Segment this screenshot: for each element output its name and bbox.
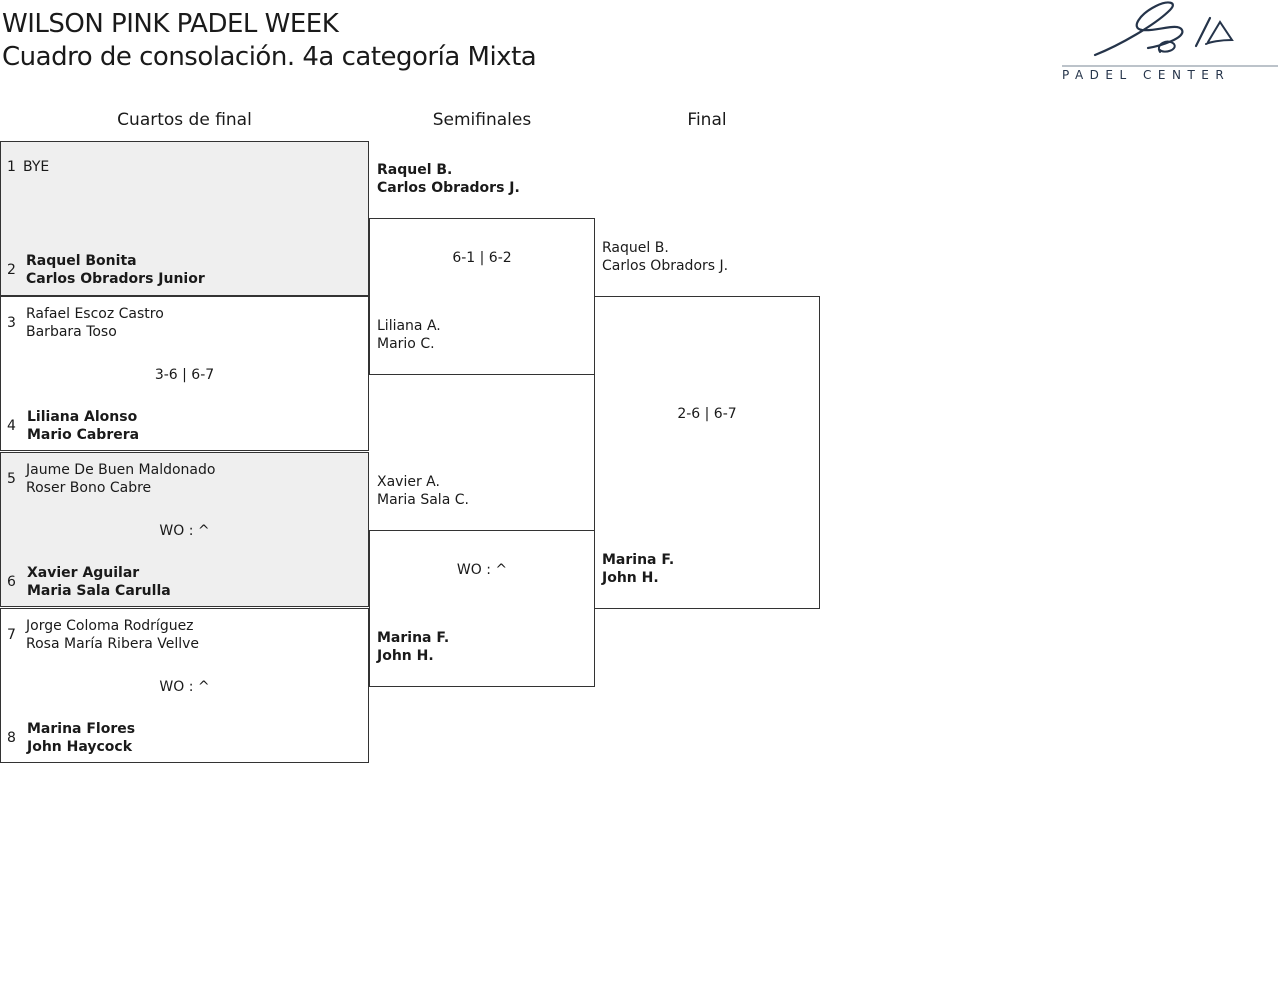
round-title-final: Final <box>687 110 727 130</box>
round-title-quarterfinals: Cuartos de final <box>117 110 252 130</box>
team-player: Barbara Toso <box>26 324 117 340</box>
seed-number: 2 <box>7 262 16 278</box>
team-player: Roser Bono Cabre <box>26 480 152 496</box>
team-player: Carlos Obradors J. <box>602 258 729 274</box>
final-match <box>594 296 820 609</box>
team-player: Carlos Obradors J. <box>377 180 520 196</box>
match-score: WO : ^ <box>159 679 210 695</box>
team-player: John Haycock <box>27 739 133 755</box>
seed-number: 1 <box>7 159 16 175</box>
team-player: Raquel Bonita <box>26 253 137 269</box>
team-player: Xavier A. <box>377 474 440 490</box>
team-player: Maria Sala Carulla <box>27 583 171 599</box>
team-player: Xavier Aguilar <box>27 565 140 581</box>
seed-number: 7 <box>7 627 16 643</box>
team-player: Marina F. <box>602 552 675 568</box>
seed-number: 4 <box>7 418 16 434</box>
seed-number: 8 <box>7 730 16 746</box>
qf-match-1 <box>0 141 369 296</box>
page-subtitle: Cuadro de consolación. 4a categoría Mixt… <box>2 42 537 72</box>
team-player: John H. <box>602 570 659 586</box>
match-score: WO : ^ <box>159 523 210 539</box>
team-player: BYE <box>23 159 50 175</box>
team-player: Mario Cabrera <box>27 427 140 443</box>
round-title-semifinals: Semifinales <box>432 110 532 130</box>
team-player: Rosa María Ribera Vellve <box>26 636 200 652</box>
seed-number: 5 <box>7 471 16 487</box>
logo-text: PADEL CENTER <box>1062 68 1231 82</box>
logo-signature-icon <box>1062 1 1278 67</box>
team-player: Mario C. <box>377 336 435 352</box>
page-title: WILSON PINK PADEL WEEK <box>2 9 339 39</box>
bela-padel-center-logo: PADEL CENTER <box>1060 0 1280 84</box>
team-player: Maria Sala C. <box>377 492 469 508</box>
team-player: Liliana Alonso <box>27 409 138 425</box>
team-player: Raquel B. <box>377 162 453 178</box>
qf-match-3 <box>0 452 369 607</box>
match-score: WO : ^ <box>456 562 508 578</box>
seed-number: 3 <box>7 315 16 331</box>
match-score: 3-6 | 6-7 <box>154 367 215 383</box>
team-player: John H. <box>377 648 434 664</box>
team-player: Rafael Escoz Castro <box>26 306 164 322</box>
seed-number: 6 <box>7 574 16 590</box>
team-player: Jaume De Buen Maldonado <box>26 462 216 478</box>
match-score: 2-6 | 6-7 <box>677 406 737 422</box>
qf-match-4 <box>0 608 369 763</box>
qf-match-2 <box>0 296 369 451</box>
team-player: Liliana A. <box>377 318 441 334</box>
team-player: Raquel B. <box>602 240 669 256</box>
team-player: Marina Flores <box>27 721 136 737</box>
match-score: 6-1 | 6-2 <box>452 250 512 266</box>
team-player: Marina F. <box>377 630 450 646</box>
team-player: Carlos Obradors Junior <box>26 271 205 287</box>
team-player: Jorge Coloma Rodríguez <box>26 618 194 634</box>
